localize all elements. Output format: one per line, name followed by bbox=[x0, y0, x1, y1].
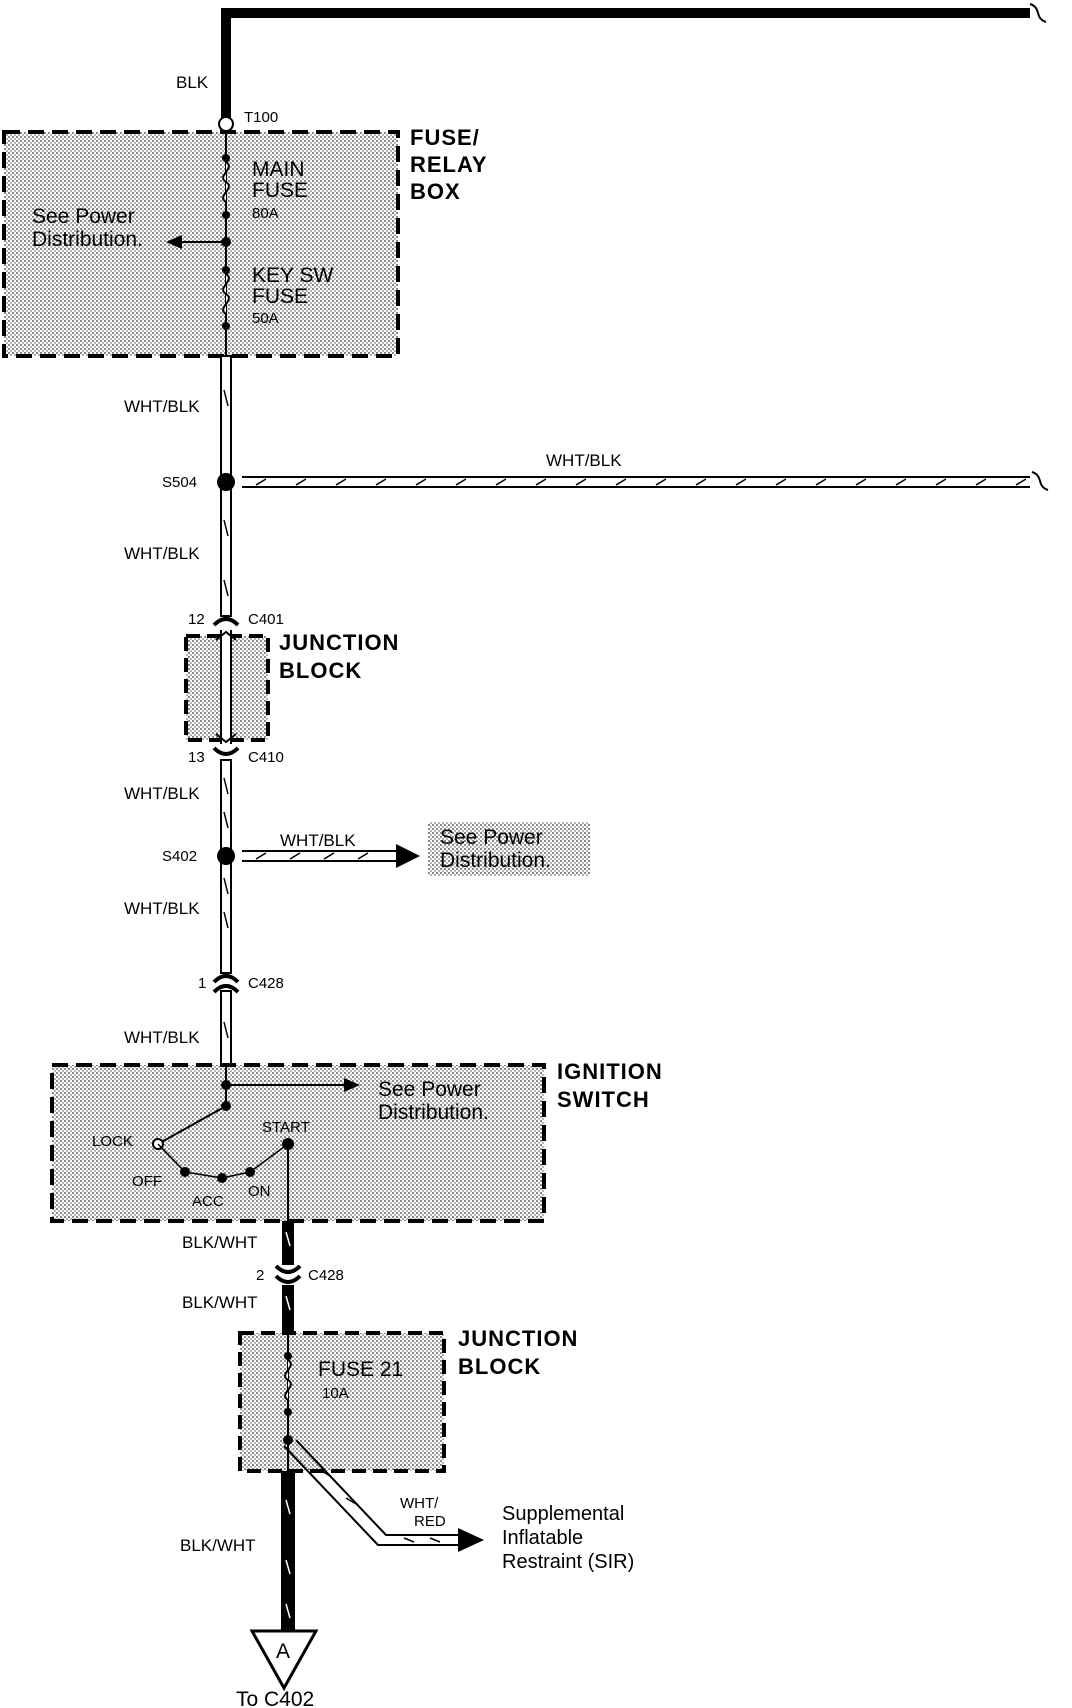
blk-wht-wire-1 bbox=[282, 1221, 294, 1333]
connector-pin-c428b: 2 bbox=[256, 1267, 264, 1284]
connector-c410-icon bbox=[212, 746, 240, 756]
junction-block-2: JUNCTION BLOCK FUSE 21 10A bbox=[238, 1326, 578, 1473]
wire-label-wht-blk-s504: WHT/BLK bbox=[546, 451, 622, 470]
fuse21-label: FUSE 21 bbox=[318, 1358, 403, 1381]
main-fuse-rating: 80A bbox=[252, 205, 279, 222]
terminal-t100 bbox=[218, 116, 234, 132]
wire-label-wht-blk-4: WHT/BLK bbox=[124, 899, 200, 918]
main-fuse-label-2: FUSE bbox=[252, 179, 308, 202]
see-power-distribution-box bbox=[428, 822, 590, 876]
connector-label-c428b: C428 bbox=[308, 1267, 344, 1284]
offpage-reference-letter: A bbox=[276, 1640, 290, 1663]
switch-position-on: ON bbox=[248, 1183, 271, 1200]
fuse-relay-box-title-2: RELAY bbox=[410, 152, 488, 177]
arrow-right-icon-2 bbox=[344, 1078, 360, 1092]
ignition-switch-title-2: SWITCH bbox=[557, 1087, 650, 1112]
connector-pin-c410: 13 bbox=[188, 749, 205, 766]
wire-label-blk: BLK bbox=[176, 73, 209, 92]
blk-feed-wire bbox=[221, 8, 1030, 122]
splice-label-s504: S504 bbox=[162, 474, 197, 491]
blk-wht-wire-2 bbox=[281, 1471, 295, 1631]
switch-position-acc: ACC bbox=[192, 1193, 224, 1210]
main-fuse-label: MAIN bbox=[252, 158, 305, 181]
arrow-left-icon bbox=[166, 235, 182, 249]
sir-label-3: Restraint (SIR) bbox=[502, 1551, 634, 1573]
splice-label-s402: S402 bbox=[162, 848, 197, 865]
wire-label-blk-wht-1: BLK/WHT bbox=[182, 1233, 258, 1252]
offpage-reference-label: To C402 bbox=[236, 1688, 314, 1708]
wht-blk-branch-s402 bbox=[242, 844, 420, 868]
junction-block-2-title-2: BLOCK bbox=[458, 1354, 541, 1379]
key-fuse-node-bottom bbox=[222, 322, 230, 330]
connector-c428a-icon bbox=[212, 974, 240, 994]
see-power-distribution-3b: Distribution. bbox=[378, 1101, 489, 1124]
see-power-distribution-1b: Distribution. bbox=[32, 228, 143, 251]
connector-c401-icon bbox=[212, 617, 240, 627]
main-fuse-node-bottom bbox=[222, 211, 230, 219]
key-fuse-label: KEY SW bbox=[252, 264, 333, 287]
see-power-distribution-3: See Power bbox=[378, 1078, 481, 1101]
wire-label-wht-blk-2: WHT/BLK bbox=[124, 544, 200, 563]
junction-block-2-title: JUNCTION bbox=[458, 1326, 578, 1351]
key-fuse-rating: 50A bbox=[252, 310, 279, 327]
wht-blk-branch-s504 bbox=[242, 471, 1049, 491]
splice-s402 bbox=[217, 847, 235, 865]
junction-block-1: JUNCTION BLOCK bbox=[184, 630, 399, 744]
main-fuse-icon bbox=[222, 161, 230, 203]
fuse-relay-box-title: FUSE/ bbox=[410, 125, 480, 150]
wire-label-wht-blk-3: WHT/BLK bbox=[124, 784, 200, 803]
key-fuse-node-top bbox=[222, 266, 230, 274]
junction-block-1-title-2: BLOCK bbox=[279, 658, 362, 683]
sir-branch-node bbox=[283, 1435, 293, 1445]
key-fuse-icon bbox=[222, 273, 230, 315]
main-fuse-node-top bbox=[222, 154, 230, 162]
connector-label-c410: C410 bbox=[248, 749, 284, 766]
wire-label-wht-red-1: WHT/ bbox=[400, 1495, 439, 1512]
switch-blade bbox=[157, 1105, 227, 1145]
wire-label-wht-blk-s402: WHT/BLK bbox=[280, 831, 356, 850]
fuse21-node-bottom bbox=[284, 1408, 292, 1416]
terminal-label-t100: T100 bbox=[244, 109, 278, 126]
junction-block-1-title: JUNCTION bbox=[279, 630, 399, 655]
see-power-distribution-2: See Power bbox=[440, 826, 543, 849]
connector-pin-c401: 12 bbox=[188, 611, 205, 628]
switch-position-off: OFF bbox=[132, 1173, 162, 1190]
arrow-right-icon bbox=[396, 844, 420, 868]
fuse-relay-box: FUSE/ RELAY BOX MAIN FUSE 80A See Power … bbox=[2, 125, 488, 358]
switch-position-start: START bbox=[262, 1119, 310, 1136]
wht-blk-main-wire-2 bbox=[220, 759, 232, 1066]
ignition-switch-title: IGNITION bbox=[557, 1059, 663, 1084]
ignition-switch: IGNITION SWITCH See Power Distribution. … bbox=[50, 1059, 663, 1223]
arrow-right-icon-3 bbox=[458, 1528, 484, 1552]
sir-label: Supplemental bbox=[502, 1503, 624, 1525]
connector-pin-c428a: 1 bbox=[198, 975, 206, 992]
fuse21-rating: 10A bbox=[322, 1385, 349, 1402]
wire-label-blk-wht-2: BLK/WHT bbox=[182, 1293, 258, 1312]
wire-label-wht-blk-1: WHT/BLK bbox=[124, 397, 200, 416]
wht-red-branch-sir bbox=[283, 1439, 484, 1552]
connector-label-c428a: C428 bbox=[248, 975, 284, 992]
fuse-relay-box-title-3: BOX bbox=[410, 179, 461, 204]
fuse21-node-top bbox=[284, 1352, 292, 1360]
sir-label-2: Inflatable bbox=[502, 1527, 583, 1549]
splice-s504 bbox=[217, 473, 235, 491]
switch-position-lock: LOCK bbox=[92, 1133, 133, 1150]
wire-label-wht-red-2: RED bbox=[414, 1513, 446, 1530]
wire-label-blk-wht-3: BLK/WHT bbox=[180, 1536, 256, 1555]
key-fuse-label-2: FUSE bbox=[252, 285, 308, 308]
connector-label-c401: C401 bbox=[248, 611, 284, 628]
offpage-reference-icon bbox=[249, 1629, 319, 1692]
see-power-distribution-2b: Distribution. bbox=[440, 849, 551, 872]
connector-c428b-icon bbox=[274, 1264, 302, 1284]
see-power-distribution-1: See Power bbox=[32, 205, 135, 228]
fuse21-icon bbox=[284, 1359, 292, 1401]
wire-label-wht-blk-5: WHT/BLK bbox=[124, 1028, 200, 1047]
wire-break-mark bbox=[1029, 3, 1047, 23]
